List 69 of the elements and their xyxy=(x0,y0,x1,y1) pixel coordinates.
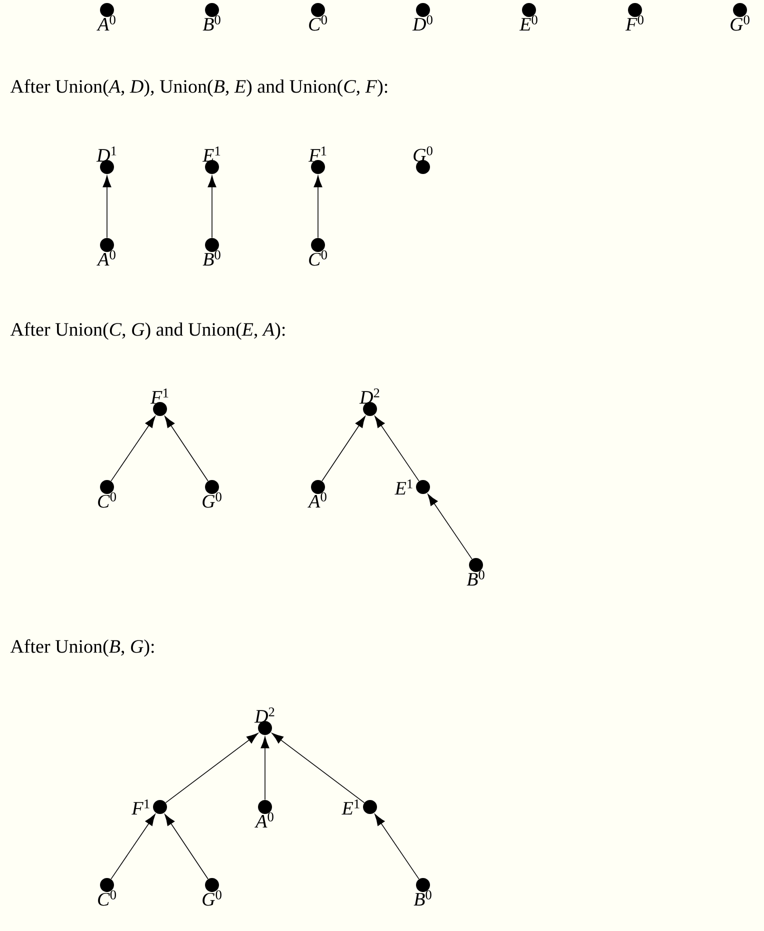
node-label: C$^{0}$ xyxy=(98,492,116,508)
tree-vertex: E$^{1}$ xyxy=(342,799,377,815)
tree-vertex: F$^{1}$ xyxy=(308,146,326,174)
tree-vertex: D$^{2}$ xyxy=(254,708,274,735)
arrow xyxy=(110,416,156,482)
tree-vertex: C$^{0}$ xyxy=(98,480,116,508)
tree-vertex: A$^{0}$ xyxy=(96,3,116,31)
tree-vertex: G$^{0}$ xyxy=(730,3,750,31)
tree-vertex: C$^{0}$ xyxy=(98,878,116,906)
tree-vertex: C$^{0}$ xyxy=(309,3,327,31)
tree-vertex: E$^{0}$ xyxy=(519,3,538,31)
tree-vertex: C$^{0}$ xyxy=(309,238,327,266)
arrow xyxy=(164,814,208,880)
tree-vertex: F$^{1}$ xyxy=(132,799,167,815)
tree-vertex: B$^{0}$ xyxy=(202,238,220,266)
node-label: A$^{0}$ xyxy=(254,812,274,828)
node-label: F$^{1}$ xyxy=(150,388,168,404)
step-heading: After Union(A, D), Union(B, E) and Union(C, F): xyxy=(10,79,388,97)
arrow xyxy=(165,733,258,804)
tree-vertex: A$^{0}$ xyxy=(254,800,274,828)
arrow xyxy=(164,416,208,482)
node-label: F$^{1}$ xyxy=(132,799,150,815)
tree-vertex: F$^{1}$ xyxy=(150,388,168,416)
node-label: G$^{0}$ xyxy=(730,15,750,31)
tree-vertex: B$^{0}$ xyxy=(414,878,432,906)
node-label: B$^{0}$ xyxy=(466,570,484,586)
node-label: A$^{0}$ xyxy=(96,250,116,266)
tree-vertex: D$^{2}$ xyxy=(359,388,380,416)
node-label: E$^{1}$ xyxy=(394,479,412,495)
arrow xyxy=(110,814,156,880)
tree-vertex: D$^{1}$ xyxy=(96,146,116,174)
arrow xyxy=(102,176,112,238)
node-label: C$^{0}$ xyxy=(309,15,327,31)
step-heading: After Union(C, G) and Union(E, A): xyxy=(10,322,285,340)
node-label: E$^{0}$ xyxy=(519,15,538,31)
node-label: B$^{0}$ xyxy=(202,250,220,266)
tree-vertex: G$^{0}$ xyxy=(202,480,222,508)
tree-vertex: F$^{0}$ xyxy=(625,3,644,31)
node-label: C$^{0}$ xyxy=(309,250,327,266)
node-label: A$^{0}$ xyxy=(308,492,326,508)
node-label: E$^{1}$ xyxy=(342,799,360,815)
tree-vertex: G$^{0}$ xyxy=(202,878,222,906)
node-label: B$^{0}$ xyxy=(202,15,220,31)
arrow xyxy=(374,814,420,880)
node-label: D$^{2}$ xyxy=(359,388,380,404)
arrow xyxy=(322,416,366,482)
arrow xyxy=(428,494,472,560)
node-label: C$^{0}$ xyxy=(98,890,116,906)
node-label: G$^{0}$ xyxy=(202,492,222,508)
arrow xyxy=(314,176,322,238)
arrow xyxy=(260,736,270,800)
tree-vertex: A$^{0}$ xyxy=(96,238,116,266)
node-label: B$^{0}$ xyxy=(414,890,432,906)
node-label: D$^{2}$ xyxy=(254,708,274,723)
node-label: D$^{1}$ xyxy=(96,146,116,162)
node-label: D$^{0}$ xyxy=(412,15,432,31)
tree-vertex: A$^{0}$ xyxy=(308,480,326,508)
tree-vertex: B$^{0}$ xyxy=(466,558,484,586)
arrow xyxy=(272,733,365,804)
step-heading: After Union(B, G): xyxy=(10,639,154,657)
node-label: F$^{1}$ xyxy=(308,146,326,162)
node-label: A$^{0}$ xyxy=(96,15,116,31)
tree-vertex: D$^{0}$ xyxy=(412,3,432,31)
node-label: G$^{0}$ xyxy=(202,890,222,906)
tree-vertex: B$^{0}$ xyxy=(202,3,220,31)
node-label: F$^{0}$ xyxy=(625,15,644,31)
tree-vertex: E$^{1}$ xyxy=(394,479,430,495)
arrow xyxy=(374,416,420,482)
arrow xyxy=(208,176,216,238)
